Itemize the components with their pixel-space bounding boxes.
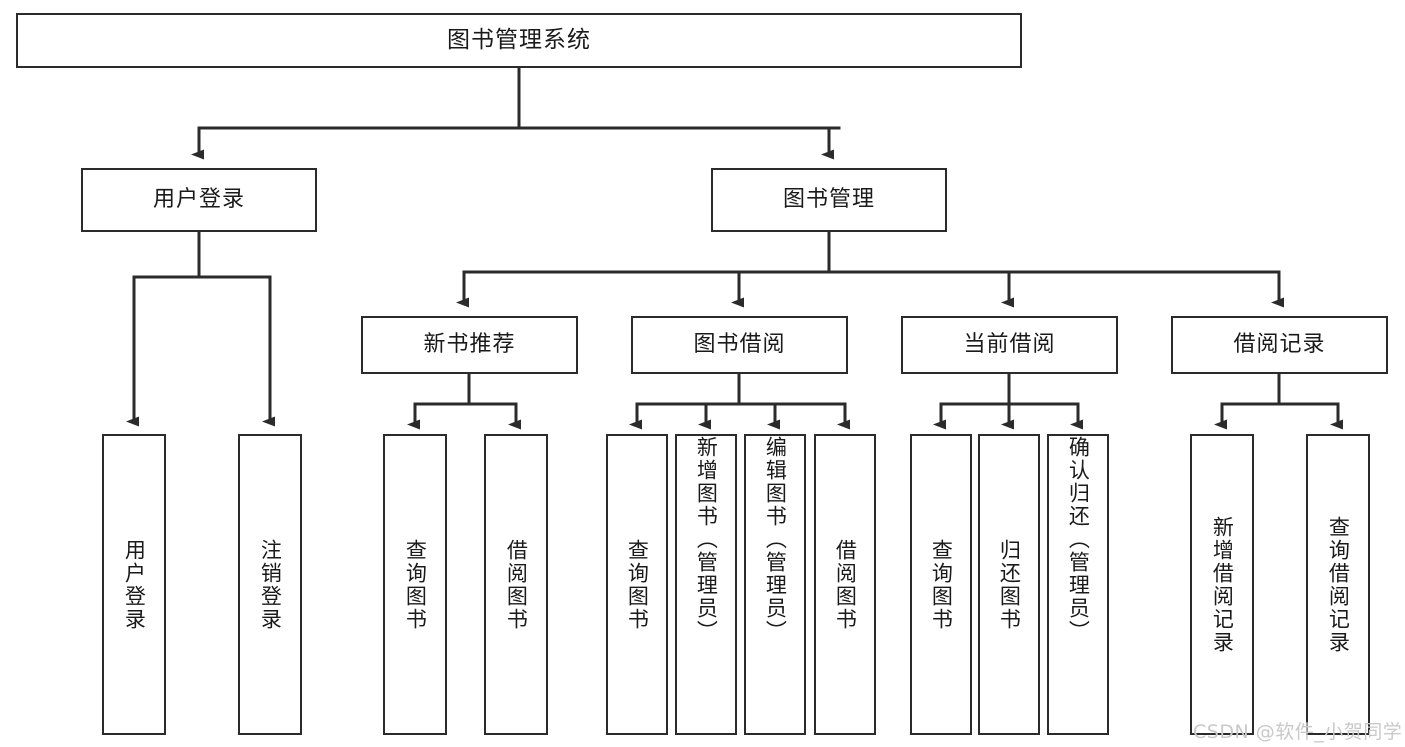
node-label: 用户登录 <box>152 187 245 213</box>
node-label: 用户登录 <box>122 538 147 631</box>
node-label: 图书管理系统 <box>447 27 591 54</box>
node-label: 新增借阅记录 <box>1210 515 1235 654</box>
node-root-system[interactable]: 图书管理系统 <box>16 13 1022 68</box>
leaf-borrow-borrow-book[interactable]: 借阅图书 <box>814 434 876 735</box>
leaf-recommend-borrow-book[interactable]: 借阅图书 <box>484 434 548 735</box>
csdn-watermark: CSDN @软件_小贺同学 <box>1193 721 1403 743</box>
leaf-borrow-query-book[interactable]: 查询图书 <box>606 434 668 735</box>
node-book-borrow[interactable]: 图书借阅 <box>631 316 848 374</box>
leaf-record-query-record[interactable]: 查询借阅记录 <box>1306 434 1370 735</box>
leaf-borrow-add-book-admin[interactable]: 新增图书（管理员） <box>675 434 737 735</box>
node-current-borrow[interactable]: 当前借阅 <box>901 316 1118 374</box>
node-label: 编辑图书（管理员） <box>763 436 788 643</box>
leaf-current-return-book[interactable]: 归还图书 <box>978 434 1040 735</box>
leaf-user-login-login[interactable]: 用户登录 <box>102 434 166 735</box>
leaf-user-login-logout[interactable]: 注销登录 <box>238 434 302 735</box>
node-label: 归还图书 <box>997 538 1022 631</box>
node-label: 新增图书（管理员） <box>694 436 719 643</box>
leaf-recommend-query-book[interactable]: 查询图书 <box>383 434 447 735</box>
node-borrow-record[interactable]: 借阅记录 <box>1171 316 1388 374</box>
node-label: 借阅图书 <box>504 538 529 631</box>
node-label: 借阅图书 <box>833 538 858 631</box>
node-new-book-recommend[interactable]: 新书推荐 <box>361 316 578 374</box>
node-book-management[interactable]: 图书管理 <box>711 168 947 232</box>
node-label: 当前借阅 <box>963 332 1056 358</box>
node-label: 图书借阅 <box>693 332 786 358</box>
leaf-current-confirm-return-admin[interactable]: 确认归还（管理员） <box>1047 434 1109 735</box>
node-label: 查询图书 <box>929 538 954 631</box>
node-label: 确认归还（管理员） <box>1066 436 1091 643</box>
node-label: 借阅记录 <box>1233 332 1326 358</box>
node-label: 图书管理 <box>782 187 875 213</box>
node-user-login[interactable]: 用户登录 <box>81 168 317 232</box>
node-label: 新书推荐 <box>423 332 516 358</box>
node-label: 注销登录 <box>258 538 283 631</box>
node-label: 查询图书 <box>403 538 428 631</box>
node-label: 查询图书 <box>625 538 650 631</box>
leaf-record-add-record[interactable]: 新增借阅记录 <box>1190 434 1254 735</box>
node-label: 查询借阅记录 <box>1326 515 1351 654</box>
leaf-current-query-book[interactable]: 查询图书 <box>910 434 972 735</box>
leaf-borrow-edit-book-admin[interactable]: 编辑图书（管理员） <box>744 434 806 735</box>
